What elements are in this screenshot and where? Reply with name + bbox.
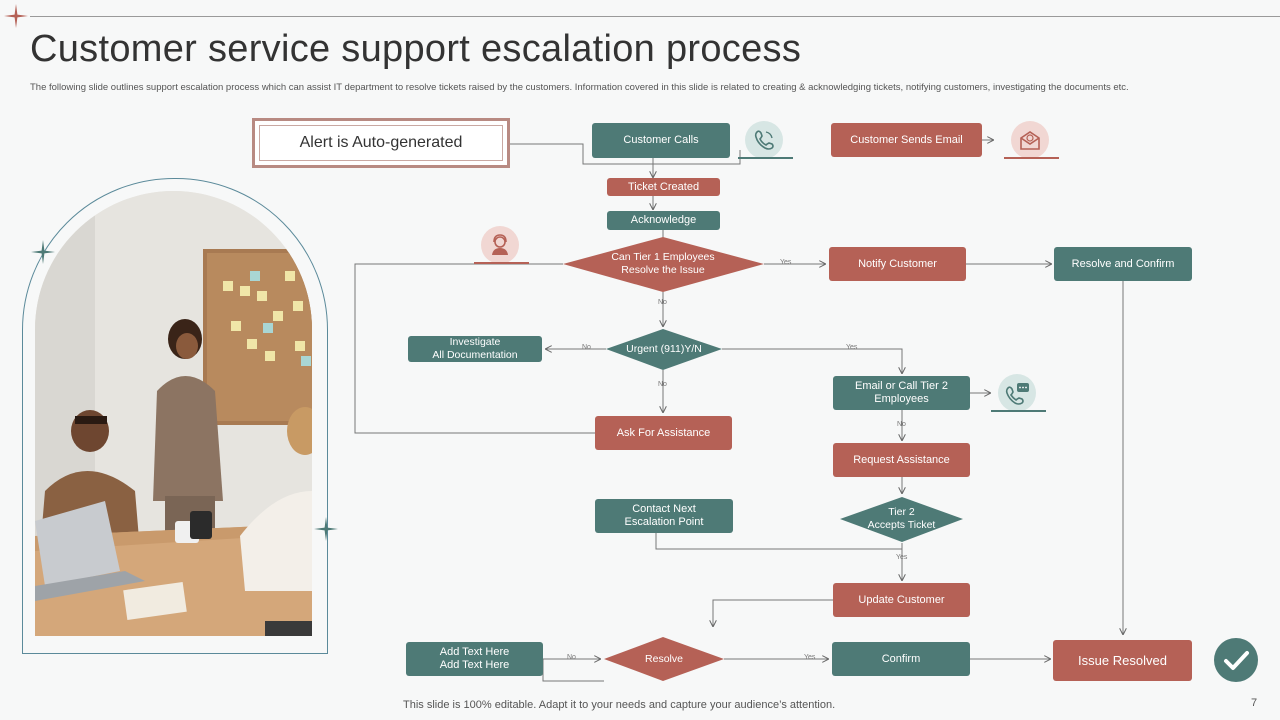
confirm-box: Confirm xyxy=(832,642,970,676)
edge-label-no: No xyxy=(582,344,591,351)
request-assistance-box: Request Assistance xyxy=(833,443,970,477)
edge-label-no: No xyxy=(897,421,906,428)
icon-underline xyxy=(738,157,793,159)
edge-label-no: No xyxy=(658,299,667,306)
tier1-decision-label: Can Tier 1 Employees Resolve the Issue xyxy=(611,251,715,276)
investigate-box: Investigate All Documentation xyxy=(408,336,542,362)
page-subtitle: The following slide outlines support esc… xyxy=(30,82,1129,93)
customer-calls-box: Customer Calls xyxy=(592,123,730,158)
sparkle-icon xyxy=(4,4,28,28)
icon-underline xyxy=(1004,157,1059,159)
edge-label-yes: Yes xyxy=(780,259,792,266)
footer-note: This slide is 100% editable. Adapt it to… xyxy=(403,699,836,711)
photo-frame xyxy=(22,178,328,654)
support-agent-icon xyxy=(481,226,519,264)
email-icon xyxy=(1011,121,1049,159)
issue-resolved-box: Issue Resolved xyxy=(1053,640,1192,681)
resolve-and-confirm-box: Resolve and Confirm xyxy=(1054,247,1192,281)
page-number: 7 xyxy=(1251,697,1258,709)
ask-for-assistance-box: Ask For Assistance xyxy=(595,416,732,450)
icon-underline xyxy=(991,410,1046,412)
add-text-box: Add Text Here Add Text Here xyxy=(406,642,543,676)
check-icon xyxy=(1214,638,1258,682)
sparkle-icon xyxy=(314,517,338,541)
resolve-decision-label: Resolve xyxy=(645,652,683,665)
alert-label: Alert is Auto-generated xyxy=(299,134,463,151)
update-customer-box: Update Customer xyxy=(833,583,970,617)
alert-auto-generated-box: Alert is Auto-generated xyxy=(252,118,510,168)
edge-label-yes: Yes xyxy=(846,344,858,351)
top-rule xyxy=(30,16,1280,17)
page-title: Customer service support escalation proc… xyxy=(30,28,802,70)
tier2-decision-label: Tier 2 Accepts Ticket xyxy=(867,506,936,531)
sparkle-icon xyxy=(31,240,55,264)
ticket-created-box: Ticket Created xyxy=(607,178,720,196)
edge-label-no: No xyxy=(658,381,667,388)
edge-label-yes: Yes xyxy=(804,654,816,661)
notify-customer-box: Notify Customer xyxy=(829,247,966,281)
phone-icon xyxy=(745,121,783,159)
urgent-decision-label: Urgent (911)Y/N xyxy=(626,342,702,355)
email-tier2-box: Email or Call Tier 2 Employees xyxy=(833,376,970,410)
office-meeting-photo xyxy=(35,191,312,636)
icon-underline xyxy=(474,262,529,264)
customer-sends-email-box: Customer Sends Email xyxy=(831,123,982,157)
edge-label-no: No xyxy=(567,654,576,661)
phone-chat-icon xyxy=(998,374,1036,412)
contact-next-escalation-box: Contact Next Escalation Point xyxy=(595,499,733,533)
edge-label-yes: Yes xyxy=(896,554,908,561)
acknowledge-box: Acknowledge xyxy=(607,211,720,230)
